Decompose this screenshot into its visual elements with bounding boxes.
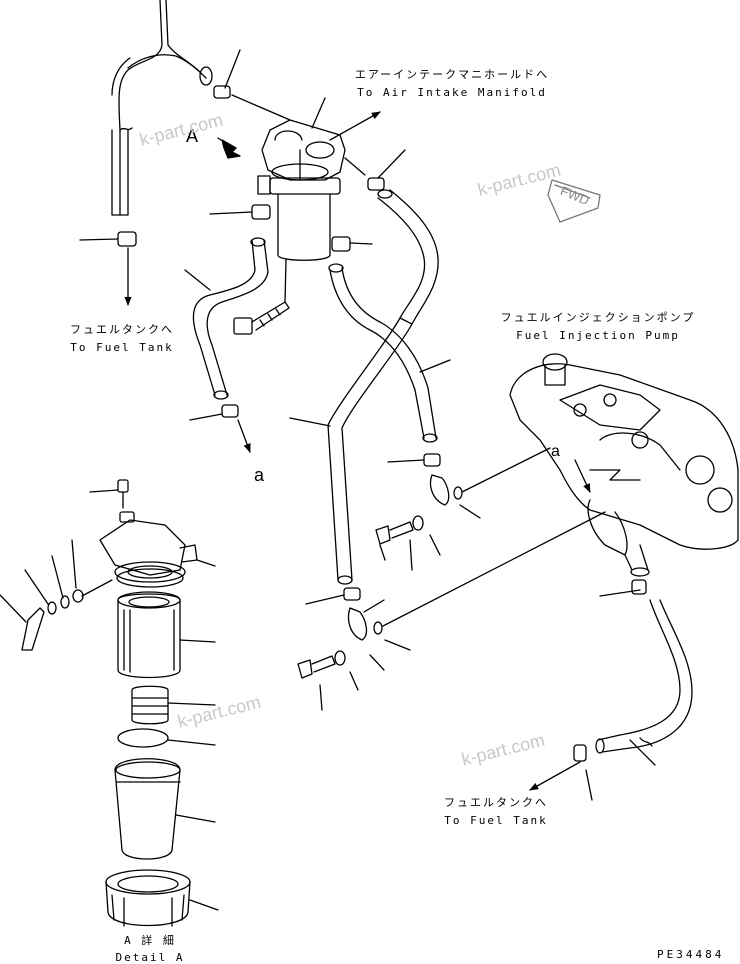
hose-clamp-top xyxy=(213,49,291,121)
injection-pump-label-en: Fuel Injection Pump xyxy=(516,329,680,342)
fuel-tank2-label-en: To Fuel Tank xyxy=(444,814,548,827)
pump-ref-arrow xyxy=(574,459,591,493)
air-intake-label-en: To Air Intake Manifold xyxy=(357,86,547,99)
mounting-bolt xyxy=(233,259,290,335)
hose-clamp-1 xyxy=(79,231,137,306)
banjo-fitting-upper xyxy=(375,447,551,571)
detail-label-en: Detail A xyxy=(115,951,185,964)
return-hose-right xyxy=(529,579,693,801)
banjo-fitting-lower xyxy=(297,511,606,711)
fuel-tank-label-en: To Fuel Tank xyxy=(70,341,174,354)
fuel-tank-label-jp: フュエルタンクへ xyxy=(70,323,174,336)
view-a-arrow xyxy=(217,137,241,159)
drawing-code: PE34484 xyxy=(657,948,725,961)
ref-a-label-2: a xyxy=(551,443,560,460)
return-hose-left xyxy=(111,0,213,216)
injection-pump-label-jp: フュエルインジェクションポンプ xyxy=(500,311,696,324)
hose-intake-cross xyxy=(289,149,439,585)
ref-a-label-1: a xyxy=(254,465,265,485)
fuel-tank2-label-jp: フュエルタンクへ xyxy=(444,796,548,809)
hose-clamp-2 xyxy=(209,204,373,252)
detail-a-exploded xyxy=(0,479,219,927)
fuel-filter-assembly xyxy=(257,97,381,261)
view-a-label: A xyxy=(186,126,199,146)
fuel-injection-pump xyxy=(509,353,739,577)
fwd-arrow-icon xyxy=(547,179,601,223)
detail-label-jp: A 詳 細 xyxy=(124,934,176,947)
hose-filter-to-pump-a xyxy=(328,263,451,443)
air-intake-label-jp: エアーインテークマニホールドへ xyxy=(354,68,550,81)
hose-filter-to-a xyxy=(184,237,269,453)
